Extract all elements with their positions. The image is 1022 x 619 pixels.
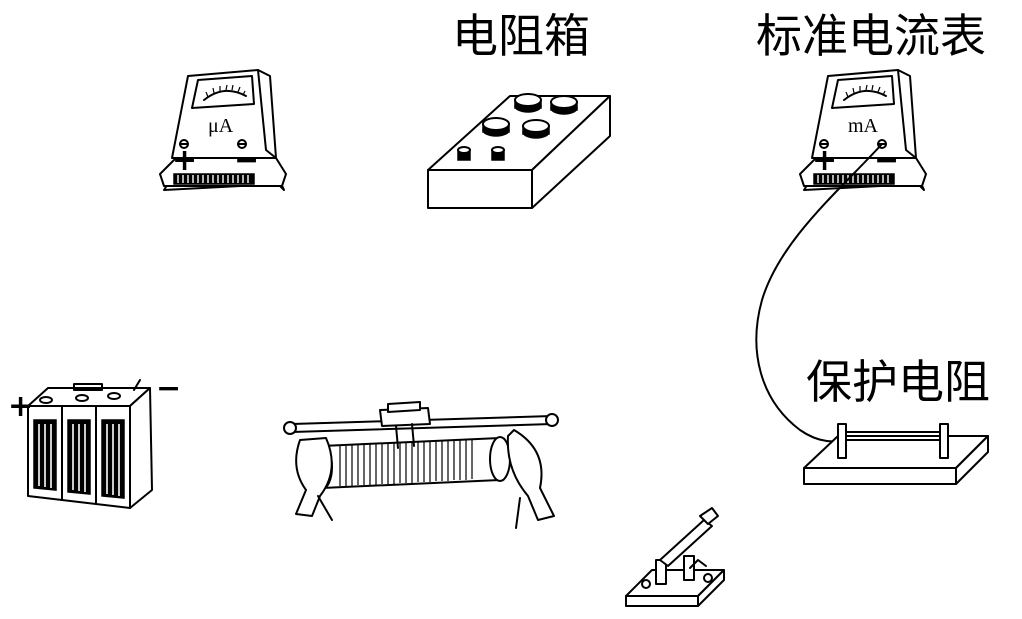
knife-switch	[625, 507, 725, 607]
resistor-box	[427, 93, 611, 209]
milliammeter-plus-sign: +	[812, 143, 837, 178]
connecting-wire	[755, 143, 883, 443]
microammeter: μA + −	[159, 69, 287, 191]
slider-contact	[379, 401, 431, 449]
resistor-box-label: 电阻箱	[452, 9, 590, 63]
coil-windings	[339, 439, 473, 486]
microammeter-minus-sign: −	[234, 143, 259, 178]
standard-ammeter-label: 标准电流表	[756, 9, 986, 63]
knob	[514, 93, 542, 113]
vent-grill	[173, 173, 255, 185]
resistor-end-cap	[939, 423, 949, 459]
knob	[550, 95, 578, 115]
protective-resistor-label: 保护电阻	[806, 355, 990, 409]
milliammeter-unit: mA	[848, 115, 879, 137]
microammeter-plus-sign: +	[172, 143, 197, 178]
terminal-minus	[237, 139, 247, 149]
milliammeter: mA + −	[799, 69, 927, 191]
resistor-end-cap	[837, 423, 847, 459]
knob	[482, 117, 510, 137]
microammeter-unit: μA	[208, 115, 234, 137]
vent-grill	[813, 173, 895, 185]
terminal-plus	[179, 139, 189, 149]
battery: + −	[8, 371, 181, 509]
slide-rheostat	[283, 401, 559, 529]
binding-post	[457, 146, 471, 161]
protective-resistor	[803, 423, 989, 485]
knob	[522, 119, 550, 139]
binding-post	[491, 146, 505, 161]
battery-minus-sign: −	[156, 371, 181, 406]
battery-plus-sign: +	[8, 389, 33, 424]
terminal-plus	[819, 139, 829, 149]
